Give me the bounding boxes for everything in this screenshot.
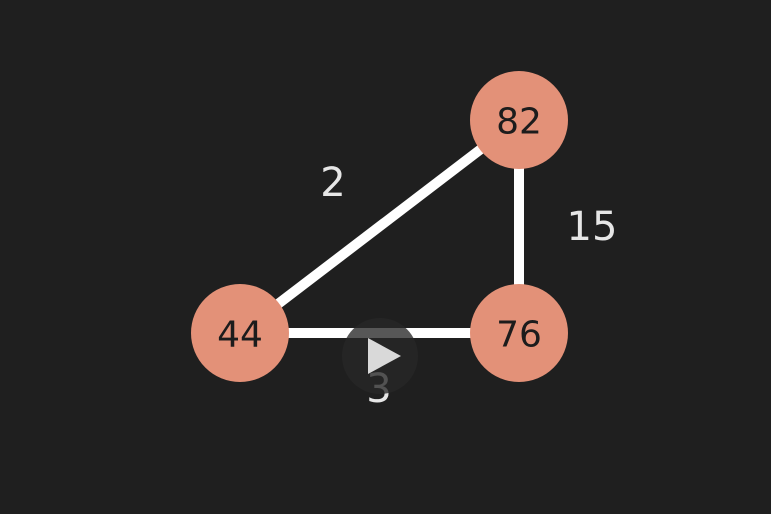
node-76-circle [470, 284, 568, 382]
node-82-circle [470, 71, 568, 169]
node-82: 82 [470, 71, 568, 169]
play-button[interactable] [342, 318, 418, 394]
edge-weight-44-82: 2 [320, 160, 345, 206]
node-44-label: 44 [217, 315, 263, 356]
edge-44-82 [236, 116, 523, 337]
node-76: 76 [470, 284, 568, 382]
play-icon[interactable] [368, 338, 401, 374]
node-44-circle [191, 284, 289, 382]
node-44: 44 [191, 284, 289, 382]
nodes-layer: 82 44 76 [191, 71, 568, 382]
edge-weight-82-76: 15 [567, 204, 618, 250]
node-76-label: 76 [496, 315, 542, 356]
edges-layer [236, 116, 524, 338]
node-82-label: 82 [496, 102, 542, 143]
